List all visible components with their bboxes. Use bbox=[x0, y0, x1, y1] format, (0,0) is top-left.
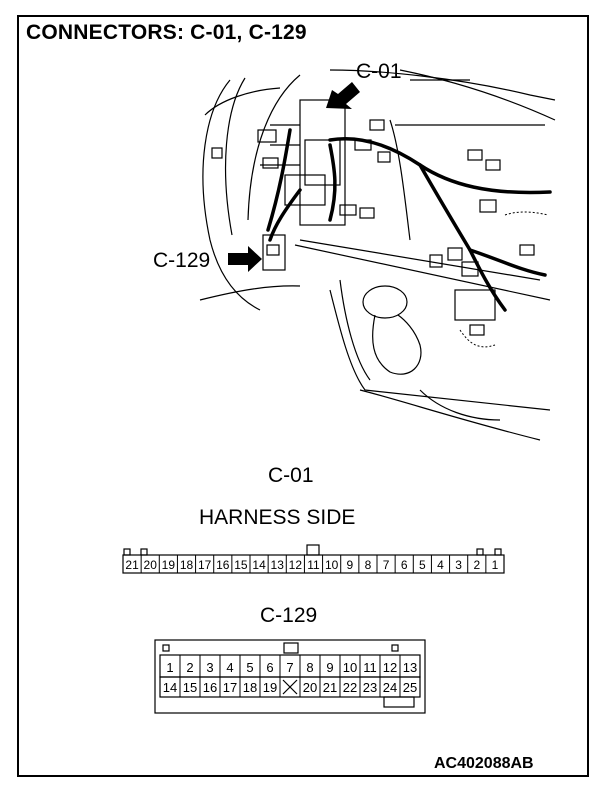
page-title: CONNECTORS: C-01, C-129 bbox=[26, 21, 307, 44]
c129-pin-13: 13 bbox=[403, 660, 417, 675]
c01-pin-1: 1 bbox=[492, 558, 499, 572]
c129-pin-7: 7 bbox=[286, 660, 293, 675]
c01-callout: C-01 bbox=[356, 60, 402, 83]
c01-arrow bbox=[326, 82, 360, 109]
c129-arrow bbox=[228, 246, 262, 272]
c129-pin-5: 5 bbox=[246, 660, 253, 675]
c01-pin-10: 10 bbox=[325, 558, 339, 572]
c129-callout: C-129 bbox=[153, 249, 211, 272]
c01-pin-5: 5 bbox=[419, 558, 426, 572]
c129-pin-9: 9 bbox=[326, 660, 333, 675]
c01-pin-2: 2 bbox=[473, 558, 480, 572]
c01-pin-4: 4 bbox=[437, 558, 444, 572]
c01-title: C-01 bbox=[268, 464, 314, 487]
c01-pin-7: 7 bbox=[383, 558, 390, 572]
c01-pin-21: 21 bbox=[125, 558, 139, 572]
c01-pin-20: 20 bbox=[144, 558, 158, 572]
figure-code: AC402088AB bbox=[434, 755, 534, 772]
c01-pin-3: 3 bbox=[455, 558, 462, 572]
c01-pin-17: 17 bbox=[198, 558, 212, 572]
c129-pin-15: 15 bbox=[183, 680, 197, 695]
c129-pin-8: 8 bbox=[306, 660, 313, 675]
c01-pin-13: 13 bbox=[271, 558, 285, 572]
c129-pin-19: 19 bbox=[263, 680, 277, 695]
c01-pin-14: 14 bbox=[252, 558, 266, 572]
harness-side-label: HARNESS SIDE bbox=[199, 506, 356, 529]
c01-pin-18: 18 bbox=[180, 558, 194, 572]
c01-pin-15: 15 bbox=[234, 558, 248, 572]
c01-pin-19: 19 bbox=[162, 558, 176, 572]
figure-frame bbox=[17, 15, 589, 777]
c129-pin-17: 17 bbox=[223, 680, 237, 695]
c129-pin-20: 20 bbox=[303, 680, 317, 695]
c01-pin-6: 6 bbox=[401, 558, 408, 572]
c129-pin-2: 2 bbox=[186, 660, 193, 675]
c01-pin-12: 12 bbox=[289, 558, 303, 572]
c01-pin-11: 11 bbox=[307, 558, 320, 572]
c129-pin-18: 18 bbox=[243, 680, 257, 695]
c129-pin-22: 22 bbox=[343, 680, 357, 695]
c129-pin-12: 12 bbox=[383, 660, 397, 675]
c129-title: C-129 bbox=[260, 604, 318, 627]
c129-pin-21: 21 bbox=[323, 680, 337, 695]
c129-pin-6: 6 bbox=[266, 660, 273, 675]
c129-blank-cavity-mark bbox=[282, 679, 298, 695]
c01-pin-9: 9 bbox=[346, 558, 353, 572]
c129-pin-3: 3 bbox=[206, 660, 213, 675]
c129-pin-23: 23 bbox=[363, 680, 377, 695]
c129-pin-24: 24 bbox=[383, 680, 397, 695]
c129-pin-25: 25 bbox=[403, 680, 417, 695]
c01-pin-8: 8 bbox=[365, 558, 372, 572]
c129-pin-4: 4 bbox=[226, 660, 233, 675]
c129-pin-16: 16 bbox=[203, 680, 217, 695]
c129-pin-1: 1 bbox=[166, 660, 173, 675]
c129-pin-14: 14 bbox=[163, 680, 177, 695]
c129-pin-10: 10 bbox=[343, 660, 357, 675]
c129-pin-11: 11 bbox=[363, 660, 377, 675]
c01-pin-16: 16 bbox=[216, 558, 230, 572]
